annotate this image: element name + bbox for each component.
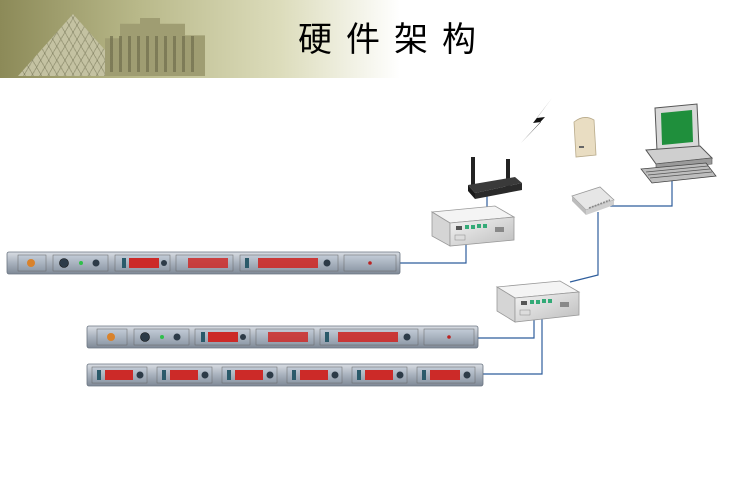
rack3-module-display-4 <box>287 367 342 383</box>
rack-panel-1 <box>7 252 400 274</box>
controller-box-icon-1 <box>432 206 514 246</box>
rack2-module-blank <box>424 329 474 345</box>
link-hub-controller2 <box>570 212 598 282</box>
link-rack3-controller2 <box>483 318 542 374</box>
rack2-module-display-3 <box>320 329 418 345</box>
rack3-module-display-6 <box>417 367 475 383</box>
rack-panel-2 <box>87 326 478 348</box>
rack1-module-blank <box>344 255 396 271</box>
access-point-icon <box>574 117 596 157</box>
rack2-module-display-2 <box>256 329 314 345</box>
rack1-module-display-1 <box>115 255 170 271</box>
rack1-module-display-3 <box>240 255 338 271</box>
rack2-module-display-1 <box>195 329 250 345</box>
rack1-module-display-2 <box>176 255 233 271</box>
rack3-module-display-1 <box>92 367 147 383</box>
rack2-module-power <box>97 329 127 345</box>
wireless-signal-icon <box>521 98 552 143</box>
computer-icon <box>641 104 716 183</box>
controller-box-icon-2 <box>497 281 579 322</box>
rack3-module-display-2 <box>157 367 212 383</box>
hub-icon <box>572 187 614 215</box>
router-icon <box>468 157 522 199</box>
rack3-module-display-3 <box>222 367 277 383</box>
rack-panel-3 <box>87 364 483 386</box>
rack1-module-control <box>53 255 108 271</box>
link-hub-computer <box>610 180 672 206</box>
rack1-module-power <box>18 255 46 271</box>
rack3-module-display-5 <box>352 367 407 383</box>
rack2-module-control <box>134 329 189 345</box>
